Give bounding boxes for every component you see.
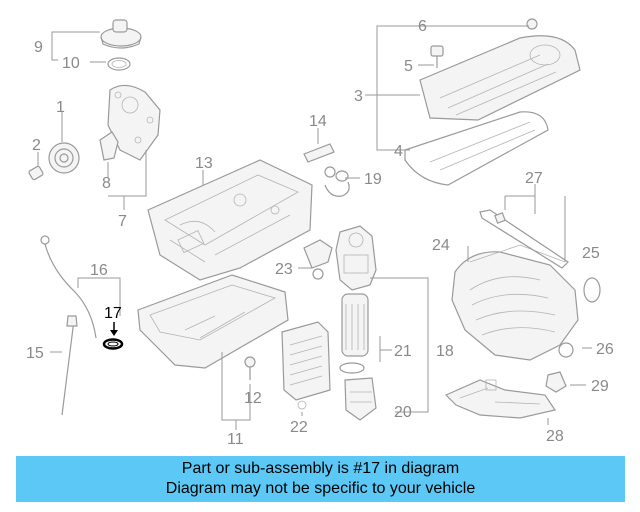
callout-27: 27: [525, 170, 543, 187]
callout-labels: 1 2 3 4 5 6 7 8 9 10 11 12 13 14 15 16 1…: [26, 18, 614, 448]
intake-bracket-drawing: [444, 379, 556, 419]
lower-oil-pan-drawing: [137, 274, 289, 380]
callout-20: 20: [394, 404, 412, 421]
callout-23: 23: [275, 261, 293, 278]
callout-21: 21: [394, 343, 412, 360]
callout-12: 12: [244, 390, 262, 407]
intake-manifold-drawing: [451, 209, 601, 393]
callout-25: 25: [582, 245, 600, 262]
callout-17: 17: [104, 305, 122, 322]
caption-line-2: Diagram may not be specific to your vehi…: [165, 480, 476, 497]
caption-banner: Part or sub-assembly is #17 in diagram D…: [16, 456, 625, 502]
callout-16: 16: [90, 262, 108, 279]
callout-11: 11: [227, 431, 244, 448]
callout-1: 1: [56, 99, 65, 116]
callout-2: 2: [32, 137, 41, 154]
callout-7: 7: [118, 213, 127, 230]
timing-cover-drawing: [28, 84, 161, 181]
callout-26: 26: [596, 341, 614, 358]
oil-cooler-drawing: [281, 321, 331, 410]
valve-cover-drawing: [404, 18, 581, 186]
callout-4: 4: [394, 143, 403, 160]
dipstick-drawing: [40, 235, 97, 416]
callout-3: 3: [354, 88, 363, 105]
caption-line-1: Part or sub-assembly is #17 in diagram: [181, 460, 460, 477]
callout-8: 8: [102, 175, 111, 192]
parts-diagram: 1 2 3 4 5 6 7 8 9 10 11 12 13 14 15 16 1…: [26, 18, 614, 448]
callout-5: 5: [404, 58, 413, 75]
oil-filter-housing-drawing: [303, 225, 377, 421]
callout-15: 15: [26, 345, 44, 362]
callout-28: 28: [546, 428, 564, 445]
callout-9: 9: [34, 39, 43, 56]
oil-filler-cap-drawing: [100, 19, 142, 71]
callout-14: 14: [309, 113, 327, 130]
callout-13: 13: [195, 155, 213, 172]
callout-24: 24: [432, 237, 450, 254]
upper-oil-pan-drawing: [147, 159, 313, 281]
callout-10: 10: [62, 55, 80, 72]
callout-18: 18: [436, 343, 454, 360]
part-17-seal-drawing: [102, 322, 124, 350]
callout-29: 29: [591, 378, 609, 395]
callout-22: 22: [290, 419, 308, 436]
callout-6: 6: [418, 18, 427, 35]
callout-19: 19: [364, 171, 382, 188]
breather-hose-drawing: [303, 143, 350, 197]
